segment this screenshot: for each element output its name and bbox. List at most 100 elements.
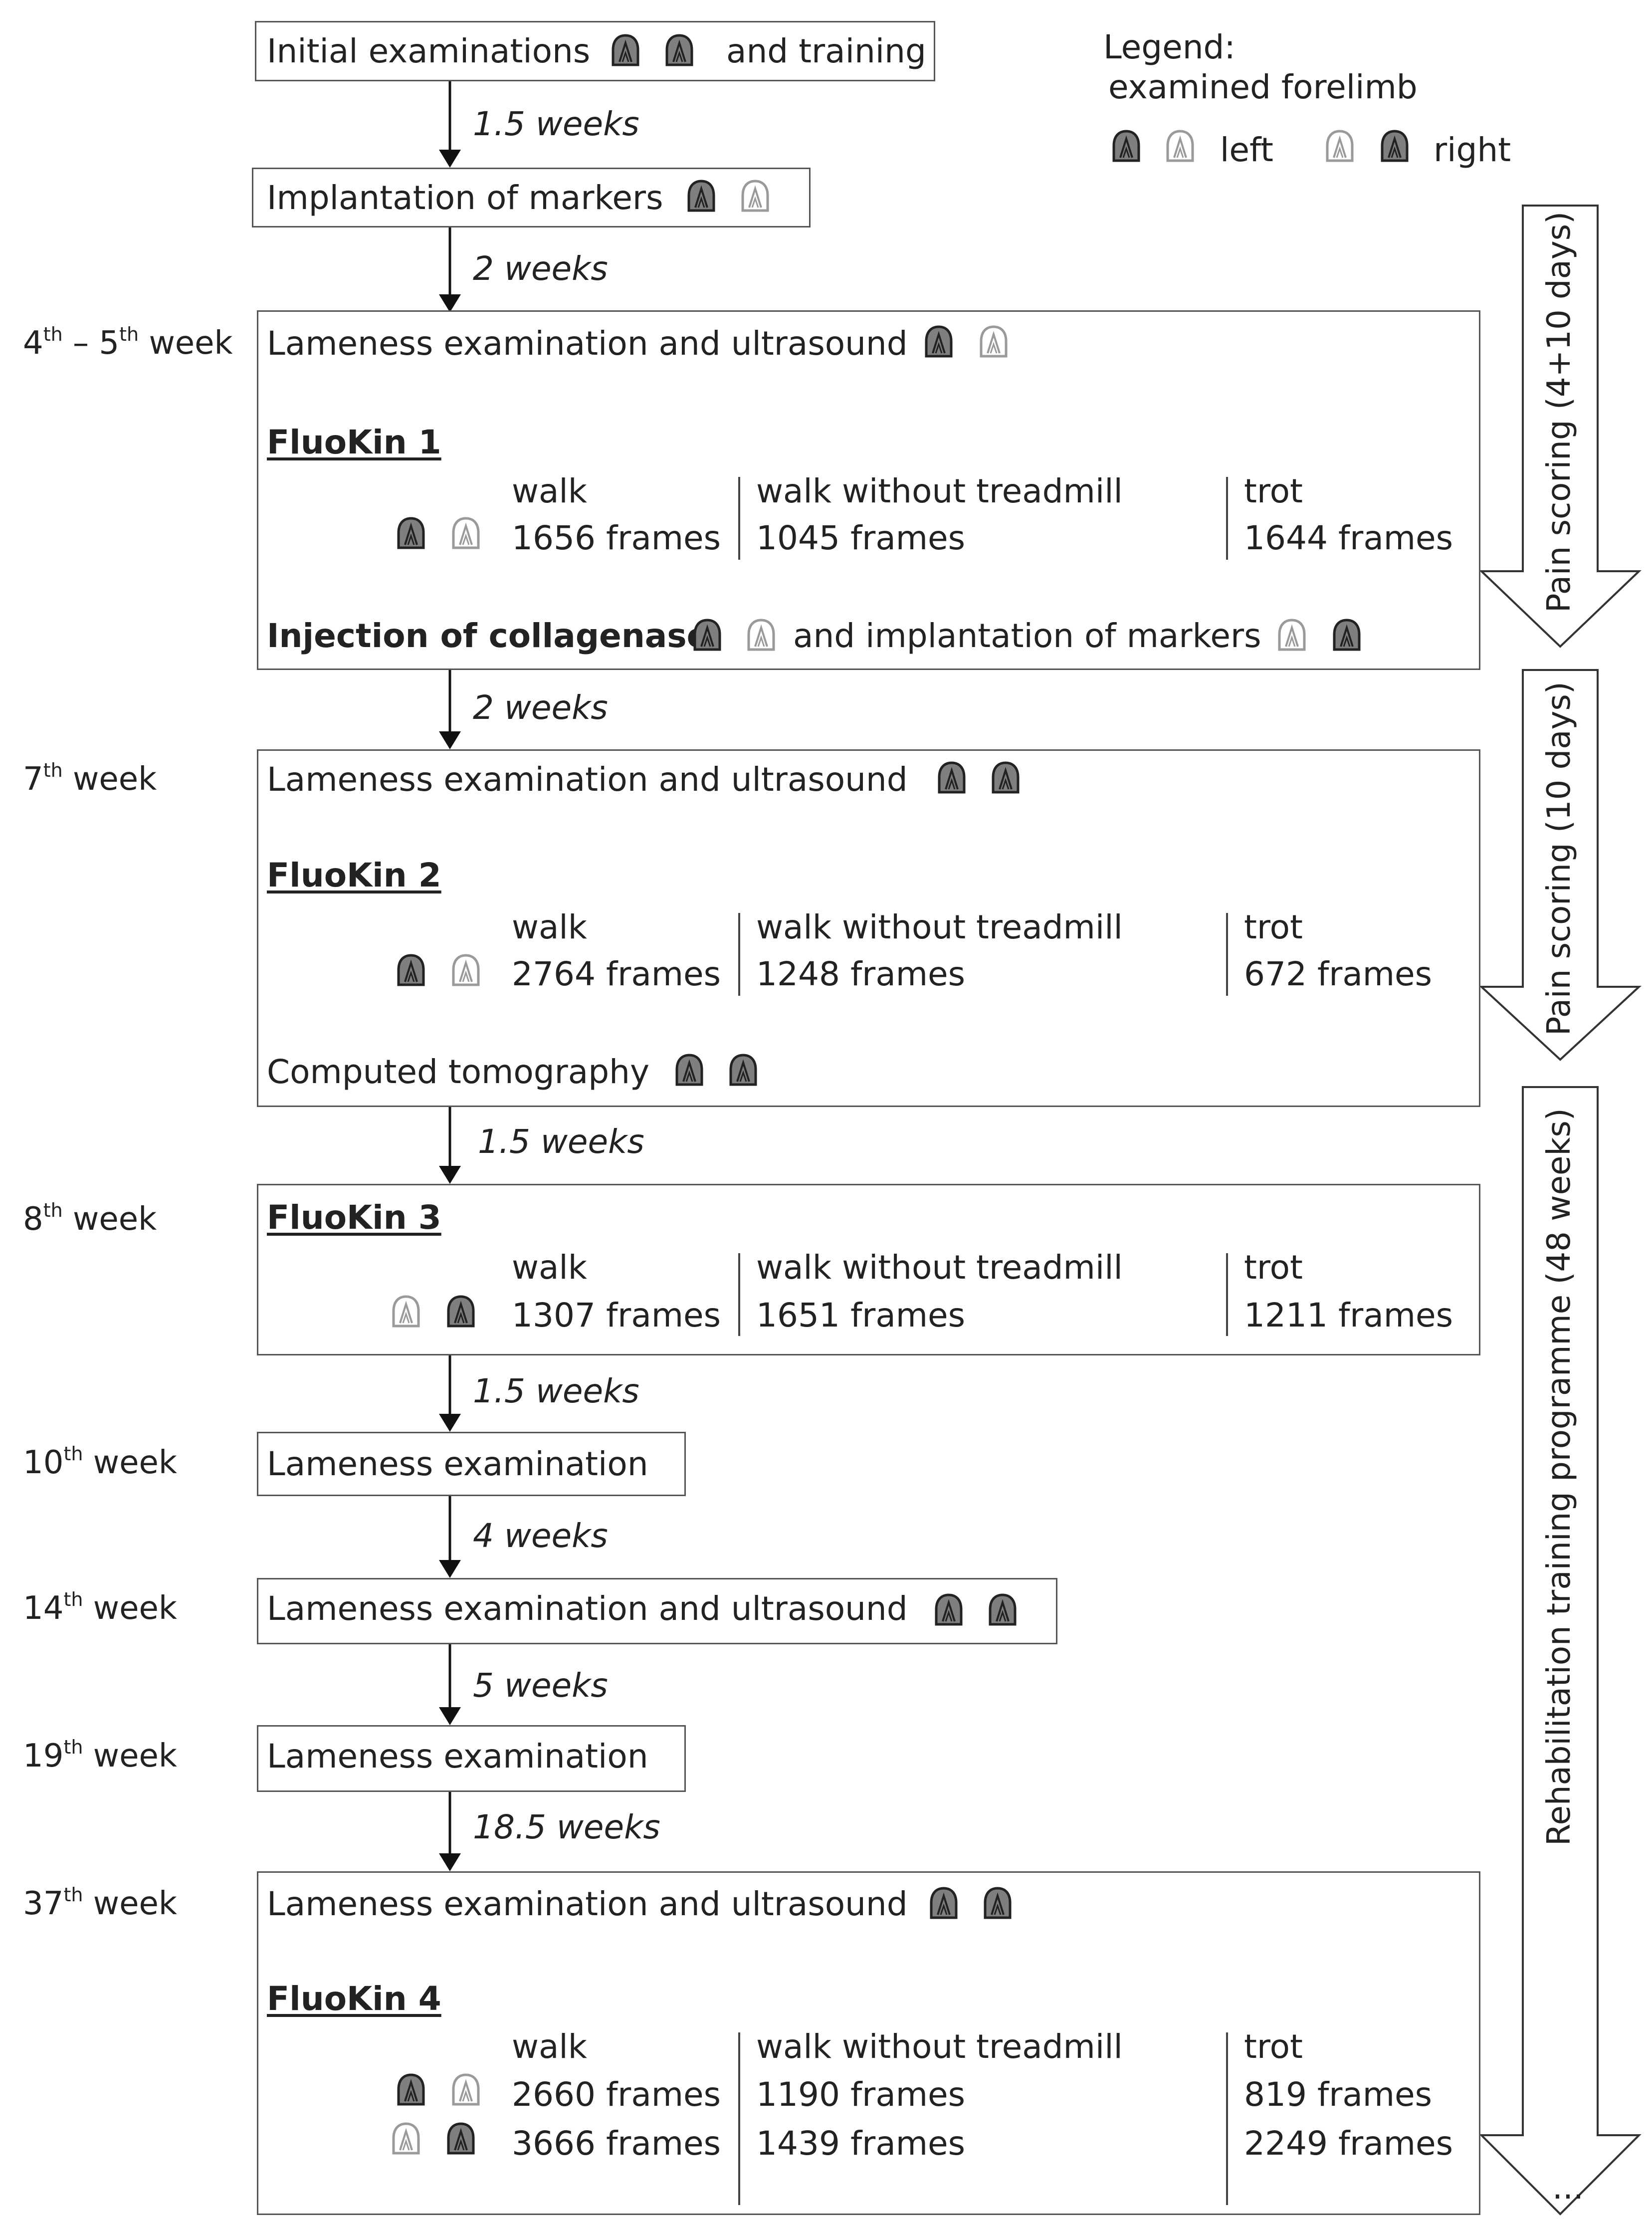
continuation-ellipsis: ... <box>1552 2168 1584 2207</box>
interval-label: 1.5 weeks <box>473 105 639 143</box>
frames-trot: 1644 frames <box>1244 519 1453 557</box>
exam-text: Lameness examination <box>267 1445 648 1483</box>
interval-label: 2 weeks <box>473 249 608 288</box>
col-walk-without-treadmill: walk without treadmill <box>756 1248 1123 1287</box>
column-divider <box>738 1253 740 1336</box>
hoof-icon <box>674 1054 704 1087</box>
frames-walk: 2764 frames <box>512 955 721 993</box>
step-initial-examinations <box>255 21 935 81</box>
column-divider <box>738 913 740 996</box>
exam-text: Lameness examination <box>267 1737 648 1776</box>
pain-scoring-arrow-1 <box>1479 205 1642 648</box>
col-walk-without-treadmill: walk without treadmill <box>756 2027 1123 2066</box>
column-divider <box>738 2032 740 2205</box>
week-label-10: 10th week <box>23 1443 177 1481</box>
frames-wwt: 1190 frames <box>756 2075 966 2114</box>
hoof-icon <box>396 517 426 550</box>
col-walk-without-treadmill: walk without treadmill <box>756 908 1123 946</box>
hoof-icon <box>692 619 722 652</box>
legend-left-label: left <box>1220 131 1273 169</box>
hoof-icon <box>934 1593 964 1626</box>
hoof-icon <box>728 1054 758 1087</box>
ct-text: Computed tomography <box>267 1053 650 1091</box>
fluokin-title: FluoKin 1 <box>267 423 441 461</box>
hoof-icon <box>746 619 776 652</box>
implant-text: Implantation of markers <box>267 179 663 217</box>
hoof-icon <box>937 761 967 794</box>
frames-walk: 1307 frames <box>512 1296 721 1335</box>
step-implantation <box>252 168 811 227</box>
hoof-icon <box>451 2073 481 2106</box>
hoof-icon <box>396 2073 426 2106</box>
exam-text: Lameness examination and ultrasound <box>267 1589 908 1628</box>
interval-label: 4 weeks <box>473 1517 608 1555</box>
col-walk: walk <box>512 2027 587 2066</box>
injection-text: Injection of collagenase <box>267 617 709 655</box>
hoof-icon <box>979 325 1009 358</box>
initial-text-b: and training <box>726 32 926 70</box>
hoof-icon <box>396 954 426 987</box>
week-label-14: 14th week <box>23 1588 177 1627</box>
exam-text: Lameness examination and ultrasound <box>267 324 908 363</box>
col-walk: walk <box>512 908 587 946</box>
step-week-4-5 <box>257 310 1480 670</box>
hoof-icon <box>391 1295 421 1328</box>
hoof-icon <box>446 2122 476 2155</box>
rehabilitation-arrow <box>1479 1086 1642 2216</box>
step-week-19 <box>257 1725 686 1792</box>
interval-label: 1.5 weeks <box>473 1372 639 1410</box>
hoof-icon <box>1277 619 1307 652</box>
week-label-19: 19th week <box>23 1736 177 1775</box>
hoof-icon <box>1332 619 1362 652</box>
hoof-icon <box>446 1295 476 1328</box>
frames-wwt: 1248 frames <box>756 955 966 993</box>
col-trot: trot <box>1244 472 1303 510</box>
legend-right-label: right <box>1434 131 1511 169</box>
hoof-icon <box>740 180 770 213</box>
hoof-icon <box>686 180 716 213</box>
column-divider <box>738 477 740 560</box>
col-trot: trot <box>1244 1248 1303 1287</box>
exam-text: Lameness examination and ultrasound <box>267 760 908 799</box>
hoof-icon <box>988 1593 1018 1626</box>
col-trot: trot <box>1244 908 1303 946</box>
column-divider <box>1226 477 1228 560</box>
hoof-icon <box>1380 130 1410 163</box>
legend-subtitle: examined forelimb <box>1108 68 1418 106</box>
hoof-icon <box>924 325 954 358</box>
frames-wwt: 1045 frames <box>756 519 966 557</box>
hoof-icon <box>391 2122 421 2155</box>
hoof-icon <box>1325 130 1355 163</box>
frames-walk: 3666 frames <box>512 2124 721 2163</box>
frames-trot: 1211 frames <box>1244 1296 1453 1335</box>
col-walk: walk <box>512 472 587 510</box>
step-week-10 <box>257 1432 686 1496</box>
column-divider <box>1226 2032 1228 2205</box>
week-label-8: 8th week <box>23 1199 157 1238</box>
step-week-37 <box>257 1871 1480 2215</box>
pain-scoring-arrow-2 <box>1478 669 1642 1061</box>
initial-text: Initial examinations <box>267 32 591 70</box>
pain-scoring-label-2: Pain scoring (10 days) <box>1541 681 1578 1036</box>
hoof-icon <box>664 34 694 67</box>
frames-trot: 672 frames <box>1244 955 1433 993</box>
frames-wwt: 1651 frames <box>756 1296 966 1335</box>
col-walk-without-treadmill: walk without treadmill <box>756 472 1123 510</box>
frames-trot: 2249 frames <box>1244 2124 1453 2163</box>
col-walk: walk <box>512 1248 587 1287</box>
hoof-icon <box>929 1887 959 1920</box>
week-label-4-5: 4th – 5th week <box>23 323 233 362</box>
legend-title: Legend: <box>1103 28 1236 66</box>
interval-label: 5 weeks <box>473 1666 608 1705</box>
interval-label: 2 weeks <box>473 688 608 727</box>
injection-text-b: and implantation of markers <box>793 617 1261 655</box>
fluokin-title: FluoKin 4 <box>267 1980 441 2018</box>
hoof-icon <box>1165 130 1195 163</box>
hoof-icon <box>991 761 1021 794</box>
col-trot: trot <box>1244 2027 1303 2066</box>
pain-scoring-label-1: Pain scoring (4+10 days) <box>1541 211 1578 613</box>
step-week-7 <box>257 749 1480 1107</box>
interval-label: 18.5 weeks <box>473 1808 660 1846</box>
frames-wwt: 1439 frames <box>756 2124 966 2163</box>
